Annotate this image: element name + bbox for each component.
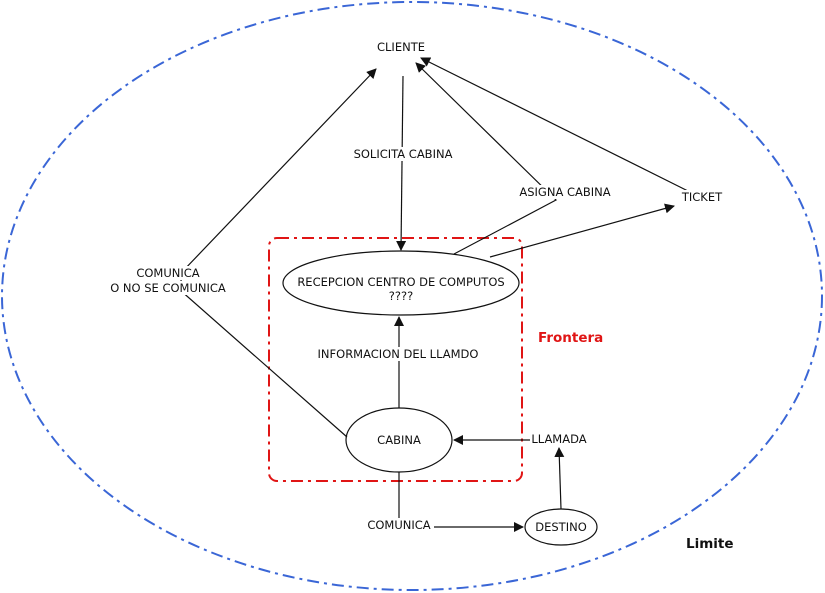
edge-asigna-cabina (415, 62, 558, 255)
solicita-cabina-label: SOLICITA CABINA (352, 147, 454, 161)
ticket-label: TICKET (680, 190, 724, 204)
edge-recepcion-ticket (489, 203, 675, 258)
comunica-o-no-label-line1: COMUNICA (135, 266, 201, 280)
llamada-label: LLAMADA (530, 432, 588, 446)
frontera-label: Frontera (538, 330, 604, 346)
edge-comunica-o-no (179, 68, 377, 438)
destino-label: DESTINO (535, 520, 587, 534)
cabina-label: CABINA (377, 433, 421, 447)
recepcion-label-line2: ???? (388, 289, 414, 303)
edge-ticket-cliente (420, 57, 691, 193)
cliente-label: CLIENTE (377, 40, 425, 54)
recepcion-node (282, 250, 520, 316)
comunica-o-no-label-line2: O NO SE COMUNICA (109, 281, 227, 295)
comunica-label: COMUNICA (366, 518, 432, 532)
recepcion-label-line1: RECEPCION CENTRO DE COMPUTOS (297, 275, 505, 289)
asigna-cabina-label: ASIGNA CABINA (518, 185, 612, 199)
limite-label: Limite (686, 536, 734, 552)
edge-destino-llamada (554, 447, 565, 510)
frontera-boundary (268, 237, 523, 482)
informacion-llamado-label: INFORMACION DEL LLAMDO (316, 347, 480, 361)
edge-solicita-cabina (396, 75, 407, 251)
